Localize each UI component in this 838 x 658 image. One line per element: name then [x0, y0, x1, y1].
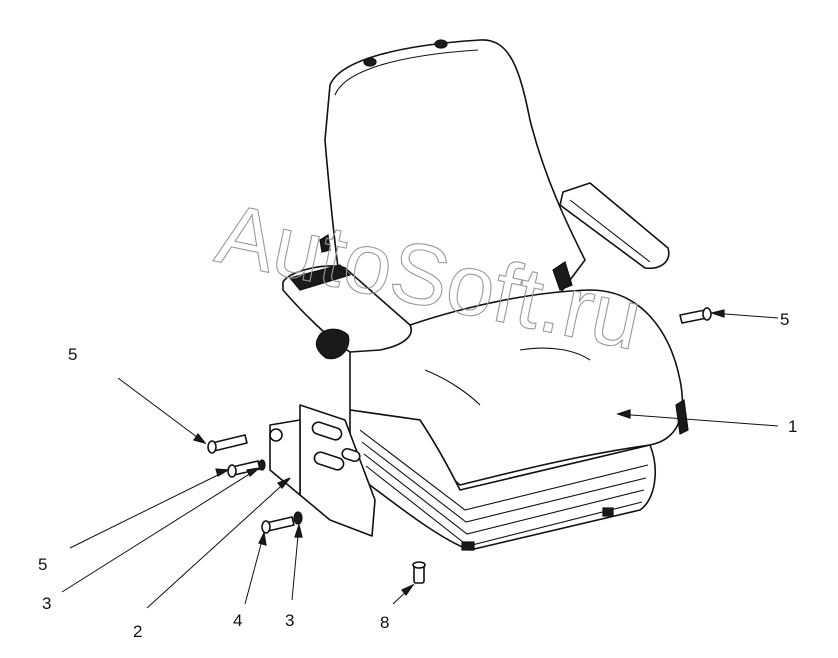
bolt-5-right: [679, 307, 712, 324]
adjustment-knob-right: [675, 398, 689, 435]
washer-3-left: [258, 459, 266, 471]
recline-lever: [319, 233, 331, 253]
bolt-4: [261, 516, 295, 534]
callout-4: 4: [233, 611, 242, 630]
washer-3-lower: [293, 511, 303, 525]
callout-3-lower: 3: [285, 611, 294, 630]
left-armrest-console: [282, 264, 412, 360]
callout-3-left: 3: [42, 594, 51, 613]
backrest-hinge: [552, 261, 573, 291]
console-top: [288, 264, 352, 291]
callout-1: 1: [788, 417, 797, 436]
callout-2: 2: [133, 622, 142, 641]
suspension-base: [349, 390, 656, 551]
leader-lines: [61, 309, 779, 609]
callout-8: 8: [380, 613, 389, 632]
seat-backrest: [319, 39, 586, 351]
base-foot-right: [602, 507, 614, 517]
seat-cushion: [349, 289, 689, 486]
headrest-stud-left: [363, 57, 377, 67]
callout-labels: 1 2 3 3 4 5 5 5 8: [38, 310, 797, 641]
fasteners: [207, 307, 712, 584]
bolt-8: [412, 561, 426, 584]
headrest-stud-right: [434, 39, 448, 49]
base-foot-front: [461, 541, 475, 551]
bolt-5-left-upper: [207, 434, 248, 454]
right-armrest: [559, 182, 670, 270]
callout-5-right: 5: [780, 310, 789, 329]
armrest-adjust-knob: [315, 328, 350, 360]
callout-5-lower-left: 5: [38, 555, 47, 574]
mounting-bracket: [269, 404, 376, 537]
callout-5-upper-left: 5: [68, 345, 77, 364]
